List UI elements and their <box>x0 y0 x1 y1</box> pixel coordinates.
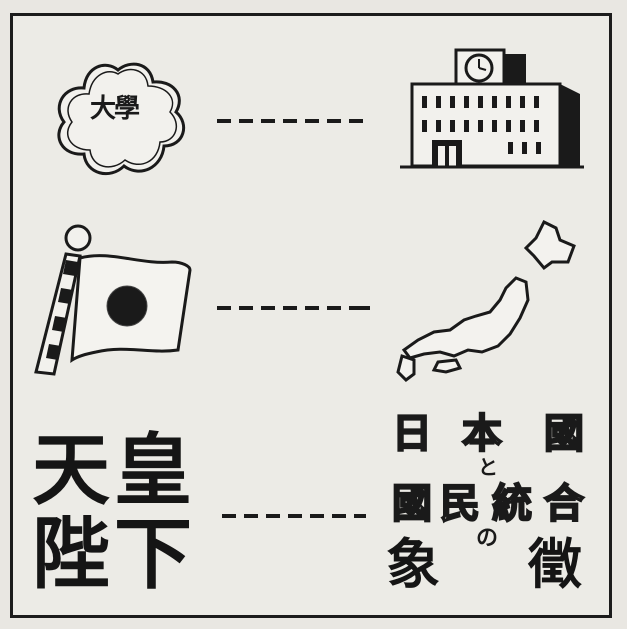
symbol-char-shocho-1: 象 <box>386 533 440 596</box>
symbol-char-shocho-2: 徵 <box>528 533 582 596</box>
symbol-char-kokumin-2: 民 <box>439 481 481 527</box>
connector-to: と <box>478 455 498 479</box>
symbol-char-nihon-1: 日 <box>391 411 433 457</box>
japan-flag-icon <box>34 224 192 376</box>
university-building-icon <box>400 48 584 169</box>
symbol-char-kokumin-1: 國 <box>391 481 433 527</box>
emblem-text: 大學 <box>90 94 140 124</box>
symbol-char-nihon-2: 本 <box>461 411 503 457</box>
connector-of: の <box>476 526 499 551</box>
symbol-char-kokumin-3: 統 <box>491 481 533 527</box>
japan-map-icon <box>396 219 576 382</box>
emperor-title-line2: 陛下 <box>32 510 197 600</box>
symbol-char-kokumin-4: 合 <box>543 481 585 527</box>
university-emblem-icon <box>57 62 186 176</box>
symbol-char-nihon-3: 國 <box>543 411 585 457</box>
emperor-title-line1: 天皇 <box>32 426 197 516</box>
